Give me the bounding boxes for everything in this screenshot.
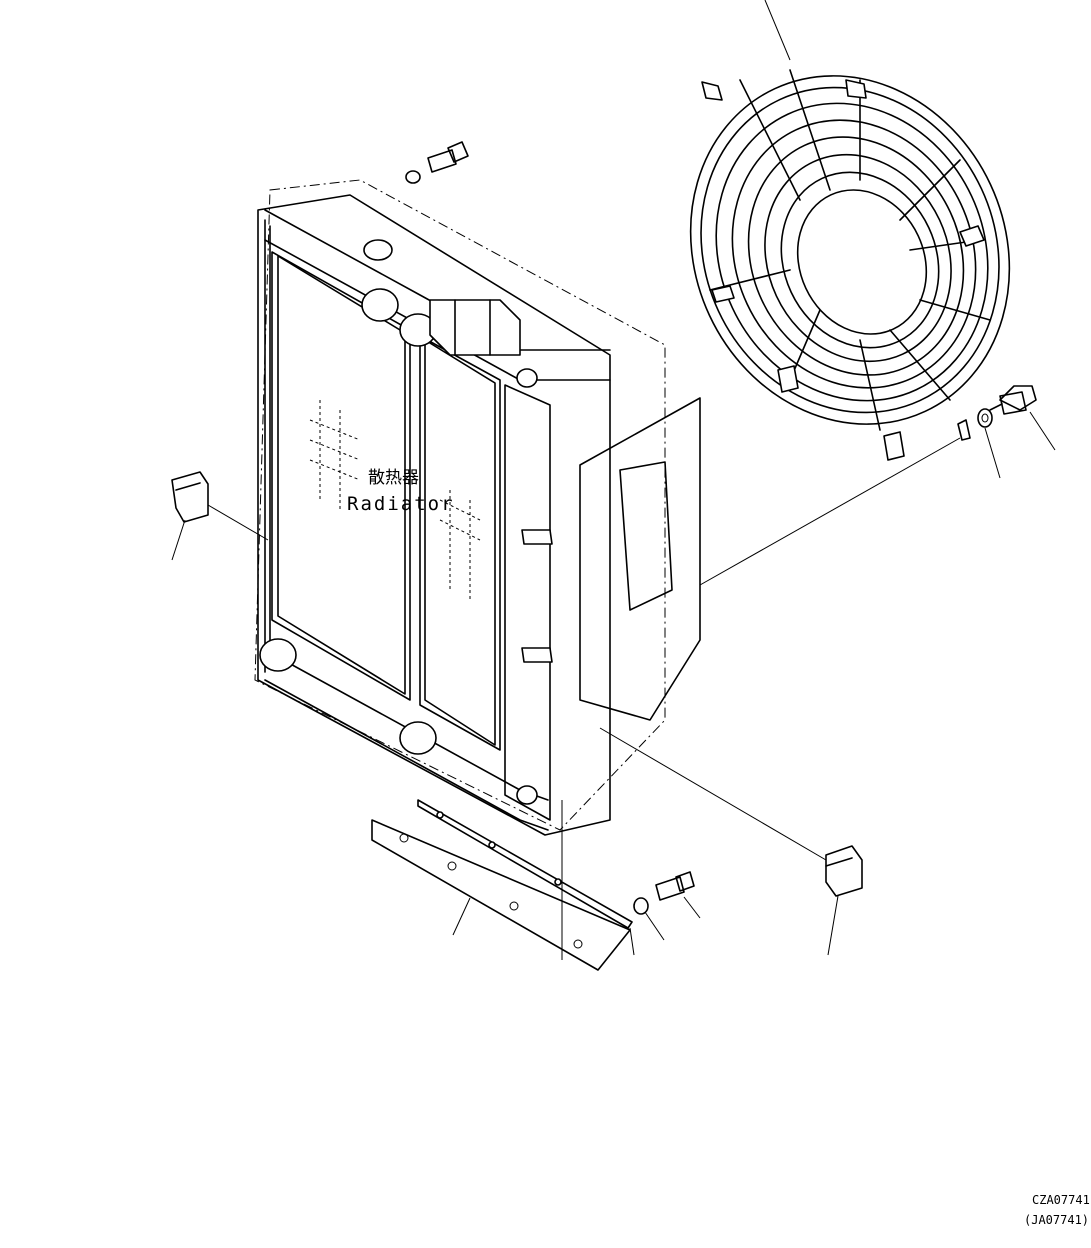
- fan-bolt: [957, 385, 1037, 441]
- fan-guard: [689, 69, 1011, 461]
- radiator-label-english: Radiator: [347, 493, 455, 515]
- leader-lines: [171, 0, 1056, 960]
- drawing-code: CZA07741: [1032, 1193, 1090, 1207]
- top-bolt: [405, 141, 469, 184]
- radiator-assembly: [254, 179, 701, 836]
- rubber-mount-left: [171, 471, 209, 523]
- bottom-bracket: [371, 799, 633, 971]
- bottom-bolt: [633, 871, 695, 915]
- radiator-label-chinese: 散热器: [368, 468, 419, 488]
- drawing-code-alt: (JA07741): [1024, 1213, 1089, 1227]
- rubber-mount-right: [825, 845, 863, 897]
